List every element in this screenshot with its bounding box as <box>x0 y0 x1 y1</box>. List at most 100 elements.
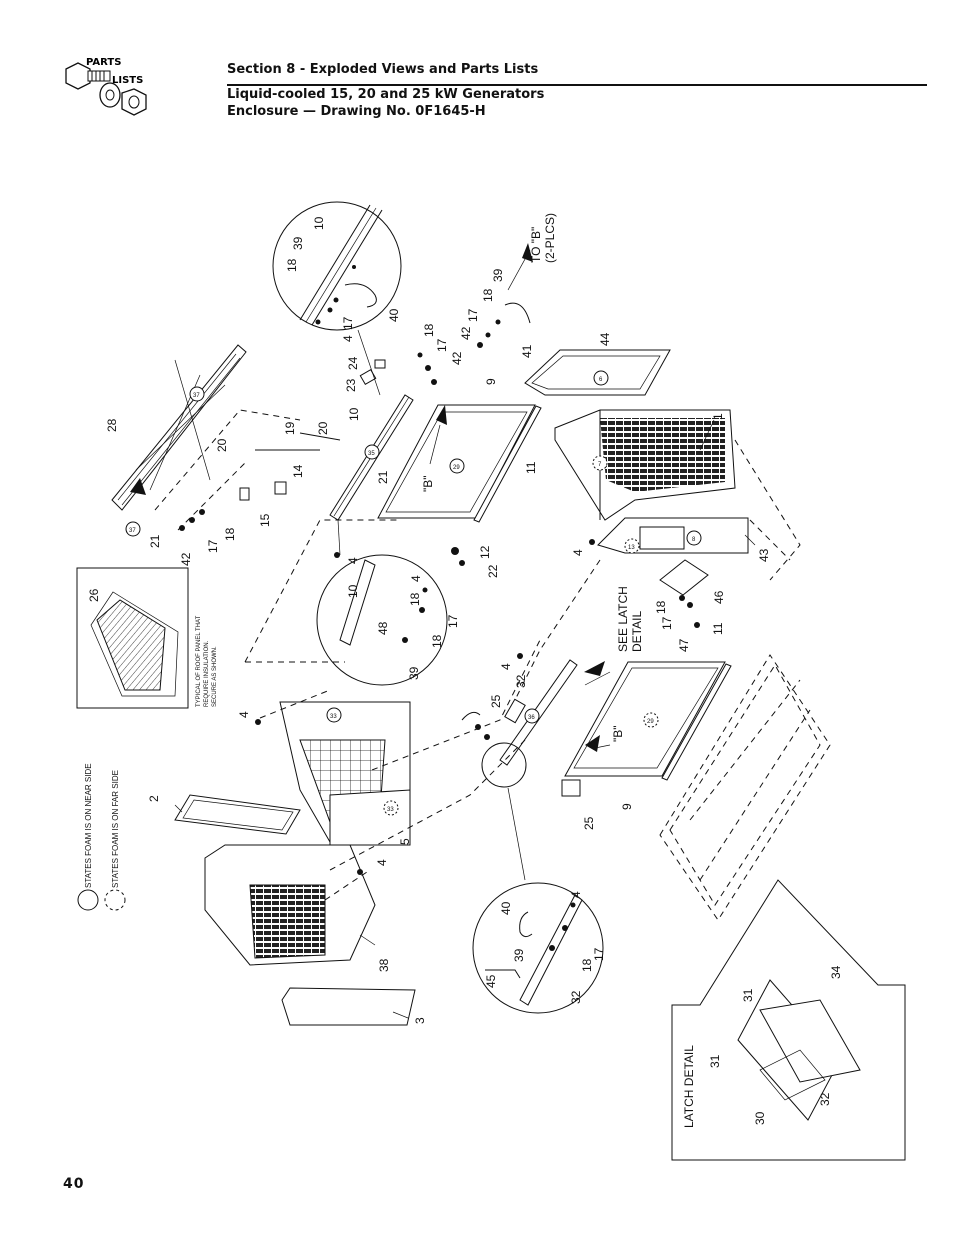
foam-circle-37b: 37 <box>125 521 141 537</box>
logo-text-parts: PARTS <box>86 57 121 68</box>
callout-20: 20 <box>215 438 229 452</box>
leader-lines <box>130 243 756 1019</box>
callout-47: 47 <box>677 638 691 652</box>
side-panel-43 <box>597 517 749 554</box>
callout-15: 15 <box>258 513 272 527</box>
to-b-note-1: TO "B" <box>529 227 543 263</box>
callout-18e: 18 <box>654 600 668 614</box>
section-title: Section 8 - Exploded Views and Parts Lis… <box>227 62 539 77</box>
detail-circle-mid <box>316 554 448 686</box>
logo-text-lists: LISTS <box>112 75 143 86</box>
callout-5: 5 <box>398 838 412 845</box>
arrow-roof-icon <box>130 478 146 495</box>
callout-39c: 39 <box>407 666 421 680</box>
foam-legend: STATES FOAM IS ON NEAR SIDE STATES FOAM … <box>77 763 126 911</box>
legend-near-circle <box>77 889 99 911</box>
callout-39: 39 <box>291 236 305 250</box>
callout-9: 9 <box>484 378 498 385</box>
grille-panel-1 <box>554 409 736 521</box>
callout-21: 21 <box>148 534 162 548</box>
see-latch-note-2: DETAIL <box>630 611 644 652</box>
svg-text:29: 29 <box>453 465 460 471</box>
callout-14: 14 <box>291 464 305 478</box>
callout-24: 24 <box>346 356 360 370</box>
callout-9b: 9 <box>620 803 634 810</box>
callout-4g: 4 <box>375 859 389 866</box>
callout-4b: 4 <box>346 557 360 564</box>
rail-32 <box>481 659 578 788</box>
callout-21b: 21 <box>376 470 390 484</box>
detail-circle-top <box>272 201 402 331</box>
callout-42: 42 <box>179 552 193 566</box>
grille-panel-38 <box>204 844 376 966</box>
foam-circle-33b: 33 <box>383 800 399 816</box>
foam-circles: 37 37 35 29 6 7 8 13 29 36 33 33 <box>125 370 702 816</box>
callout-18d: 18 <box>481 288 495 302</box>
callout-17e: 17 <box>660 616 674 630</box>
legend-near-text: STATES FOAM IS ON NEAR SIDE <box>84 763 93 888</box>
svg-text:37: 37 <box>193 393 200 399</box>
foam-circle-7: 7 <box>592 455 608 471</box>
parts-lists-logo: PARTS LISTS <box>60 55 160 134</box>
assembly-guide-lines <box>154 409 801 901</box>
hardware-pieces <box>179 302 700 875</box>
svg-text:8: 8 <box>692 537 696 543</box>
page-number: 40 <box>63 1176 85 1192</box>
callout-18g: 18 <box>430 634 444 648</box>
detail-circle-bottom <box>472 882 604 1014</box>
callout-40b: 40 <box>499 901 513 915</box>
latch-detail-box <box>671 879 906 1161</box>
b-label-bottom: "B" <box>611 725 625 742</box>
callout-4d: 4 <box>409 575 423 582</box>
callout-18f: 18 <box>408 592 422 606</box>
filter-panel-2 <box>174 794 301 835</box>
callout-30: 30 <box>753 1111 767 1125</box>
callout-39b: 39 <box>491 268 505 282</box>
callout-42c: 42 <box>459 326 473 340</box>
callout-17f: 17 <box>446 614 460 628</box>
callout-11b: 11 <box>711 622 725 635</box>
foam-circle-8: 8 <box>686 530 702 546</box>
b-label-top: "B" <box>421 475 435 492</box>
cover-plate-46 <box>659 559 709 596</box>
svg-text:33: 33 <box>330 714 337 720</box>
callout-22: 22 <box>486 564 500 578</box>
callout-4: 4 <box>341 335 355 342</box>
callout-17g: 17 <box>592 947 606 961</box>
callout-39d: 39 <box>512 948 526 962</box>
legend-far-circle <box>104 889 126 911</box>
callout-46: 46 <box>712 590 726 604</box>
callout-11: 11 <box>524 461 538 474</box>
callout-10b: 10 <box>347 407 361 421</box>
svg-text:13: 13 <box>628 545 635 551</box>
callout-4f: 4 <box>499 663 513 670</box>
roof-note-2: REQUIRE INSULATION. <box>204 640 210 707</box>
callout-1: 1 <box>711 413 725 420</box>
arrow-latch-icon <box>584 661 605 676</box>
callout-23: 23 <box>344 378 358 392</box>
svg-text:35: 35 <box>368 451 375 457</box>
legend-far-text: STATES FOAM IS ON FAR SIDE <box>111 770 120 888</box>
callout-20b: 20 <box>316 421 330 435</box>
foam-circle-33a: 33 <box>326 707 342 723</box>
callout-40: 40 <box>387 308 401 322</box>
see-latch-note-1: SEE LATCH <box>616 586 630 652</box>
callout-12: 12 <box>478 545 492 559</box>
callout-32c: 32 <box>818 1092 832 1106</box>
callout-3: 3 <box>413 1017 427 1024</box>
callout-2: 2 <box>147 795 161 802</box>
svg-text:7: 7 <box>598 462 602 468</box>
svg-text:33: 33 <box>387 807 394 813</box>
arrow-b-bottom-icon <box>585 735 600 752</box>
callout-38: 38 <box>377 958 391 972</box>
callout-32: 32 <box>514 674 528 688</box>
foam-circle-29a: 29 <box>449 458 465 474</box>
bolt-nut-icon: PARTS LISTS <box>65 57 147 116</box>
callout-18c: 18 <box>422 323 436 337</box>
part-callouts: 10 39 18 17 4 40 28 20 21 42 17 18 15 14… <box>87 216 843 1125</box>
callout-31b: 31 <box>708 1054 722 1068</box>
callout-17d: 17 <box>466 308 480 322</box>
panel-3 <box>281 987 416 1026</box>
callout-10: 10 <box>312 216 326 230</box>
